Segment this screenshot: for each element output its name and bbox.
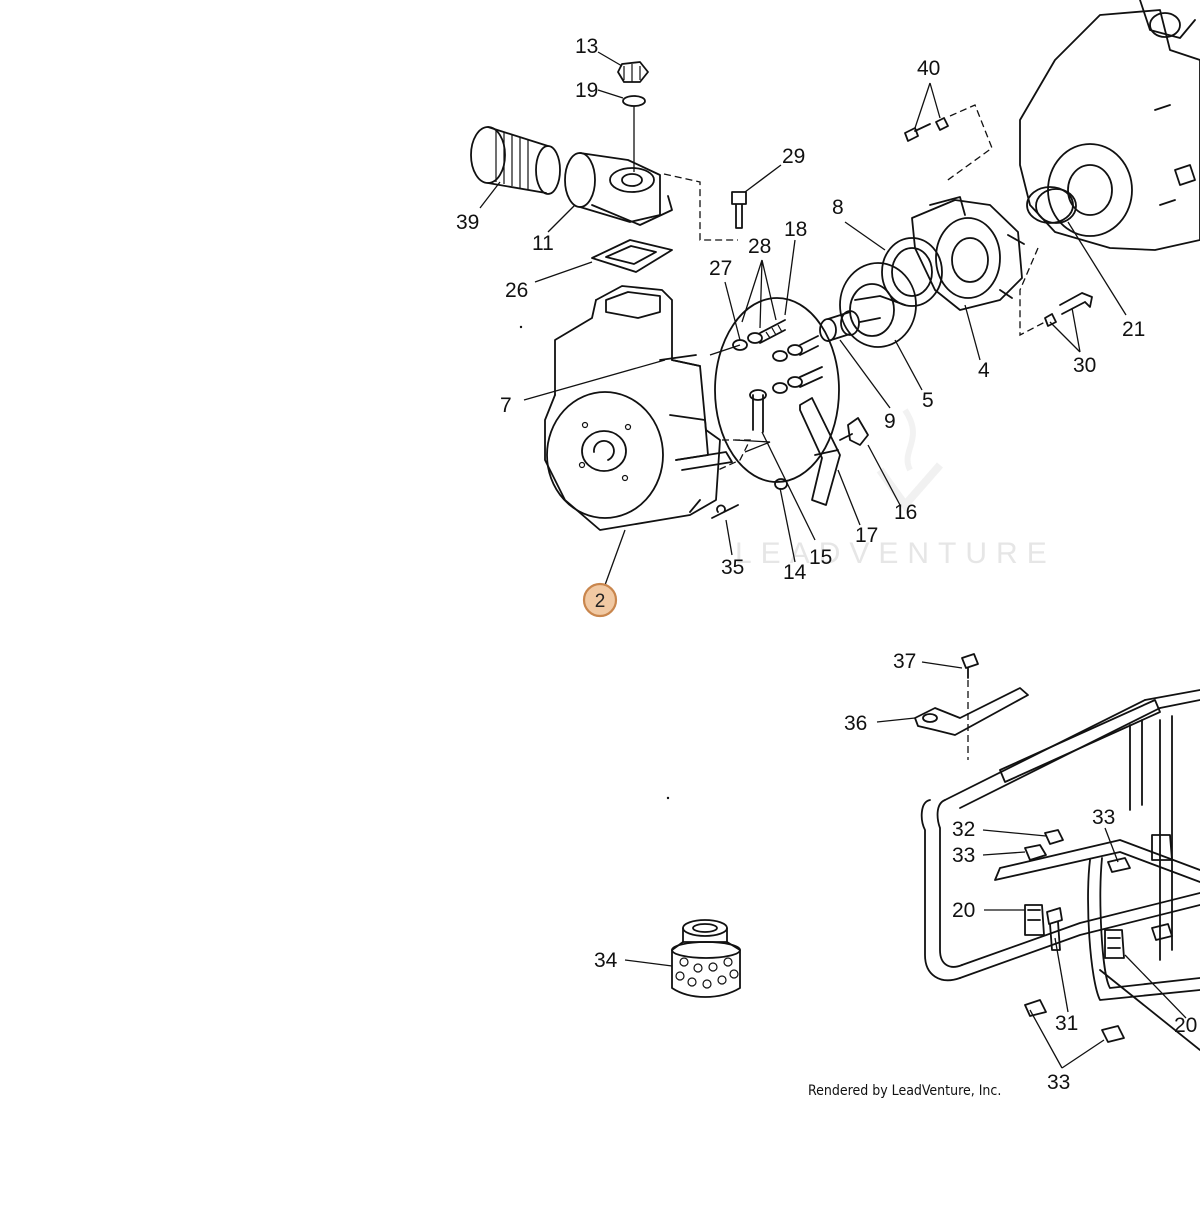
callout-27[interactable]: 27 [709, 257, 732, 280]
callout-14[interactable]: 14 [783, 561, 807, 584]
callout-21[interactable]: 21 [1122, 318, 1145, 341]
callout-4[interactable]: 4 [978, 359, 990, 382]
callout-5[interactable]: 5 [922, 389, 934, 412]
callout-15[interactable]: 15 [809, 546, 832, 569]
selected-callout-2[interactable]: 2 [582, 582, 618, 618]
bolt-29 [731, 191, 747, 229]
pump-casing-2 [544, 285, 733, 531]
callout-32[interactable]: 32 [952, 818, 975, 841]
knob-16 [839, 417, 869, 446]
callout-28[interactable]: 28 [748, 235, 771, 258]
cover-plate-18 [714, 297, 840, 483]
callout-34[interactable]: 34 [594, 949, 618, 972]
callout-40[interactable]: 40 [917, 57, 940, 80]
callout-20-b[interactable]: 20 [1174, 1014, 1197, 1037]
callout-37[interactable]: 37 [893, 650, 916, 673]
callout-33-c[interactable]: 33 [1047, 1071, 1070, 1094]
elbow-fitting-11 [564, 152, 673, 226]
pump-frame [920, 689, 1200, 1051]
callout-16[interactable]: 16 [894, 501, 917, 524]
callout-35[interactable]: 35 [721, 556, 744, 579]
callout-8[interactable]: 8 [832, 196, 844, 219]
pump-housing-4 [911, 196, 1025, 311]
callout-29[interactable]: 29 [782, 145, 805, 168]
callout-17[interactable]: 17 [855, 524, 878, 547]
callout-30[interactable]: 30 [1073, 354, 1096, 377]
bolt-31 [1046, 907, 1063, 951]
callout-26[interactable]: 26 [505, 279, 528, 302]
selected-callout-circle[interactable] [582, 582, 618, 618]
engine-block [1019, 0, 1200, 251]
callout-31[interactable]: 31 [1055, 1012, 1078, 1035]
render-credit: Rendered by LeadVenture, Inc. [808, 1083, 1001, 1099]
callout-18[interactable]: 18 [784, 218, 807, 241]
watermark-text: LEADVENTURE [735, 537, 1056, 570]
rubber-mounts-20 [1024, 834, 1173, 959]
callout-33-a[interactable]: 33 [1092, 806, 1115, 829]
callout-39[interactable]: 39 [456, 211, 479, 234]
callout-20-a[interactable]: 20 [952, 899, 975, 922]
watermark-logo [876, 408, 944, 512]
o-ring-21 [1035, 188, 1077, 224]
washer-19 [622, 95, 646, 107]
bolt-30 [1044, 292, 1093, 327]
hose-fitting-39 [470, 126, 561, 195]
flange-nuts-33 [1024, 844, 1173, 1043]
gasket-26 [591, 239, 673, 273]
selected-callout-label[interactable]: 2 [595, 591, 606, 612]
callout-9[interactable]: 9 [884, 410, 896, 433]
bolts-40 [904, 117, 949, 142]
wear-ring-8 [881, 237, 943, 307]
callout-13[interactable]: 13 [575, 35, 598, 58]
callout-labels: 13 19 29 40 39 11 28 18 8 27 26 21 7 4 3… [456, 35, 1197, 1094]
pin-15 [749, 389, 767, 433]
callout-19[interactable]: 19 [575, 79, 598, 102]
callout-11[interactable]: 11 [532, 232, 554, 255]
callout-7[interactable]: 7 [500, 394, 512, 417]
callout-36[interactable]: 36 [844, 712, 867, 735]
bolts-28 [709, 319, 823, 394]
nut-32 [1044, 829, 1064, 845]
callout-33-b[interactable]: 33 [952, 844, 975, 867]
strainer-34 [671, 919, 741, 998]
clip-35 [711, 504, 739, 519]
lever-17 [799, 397, 841, 506]
leader-lines [479, 51, 1187, 1069]
bracket-36 [914, 653, 1029, 736]
plug-13 [617, 61, 649, 83]
